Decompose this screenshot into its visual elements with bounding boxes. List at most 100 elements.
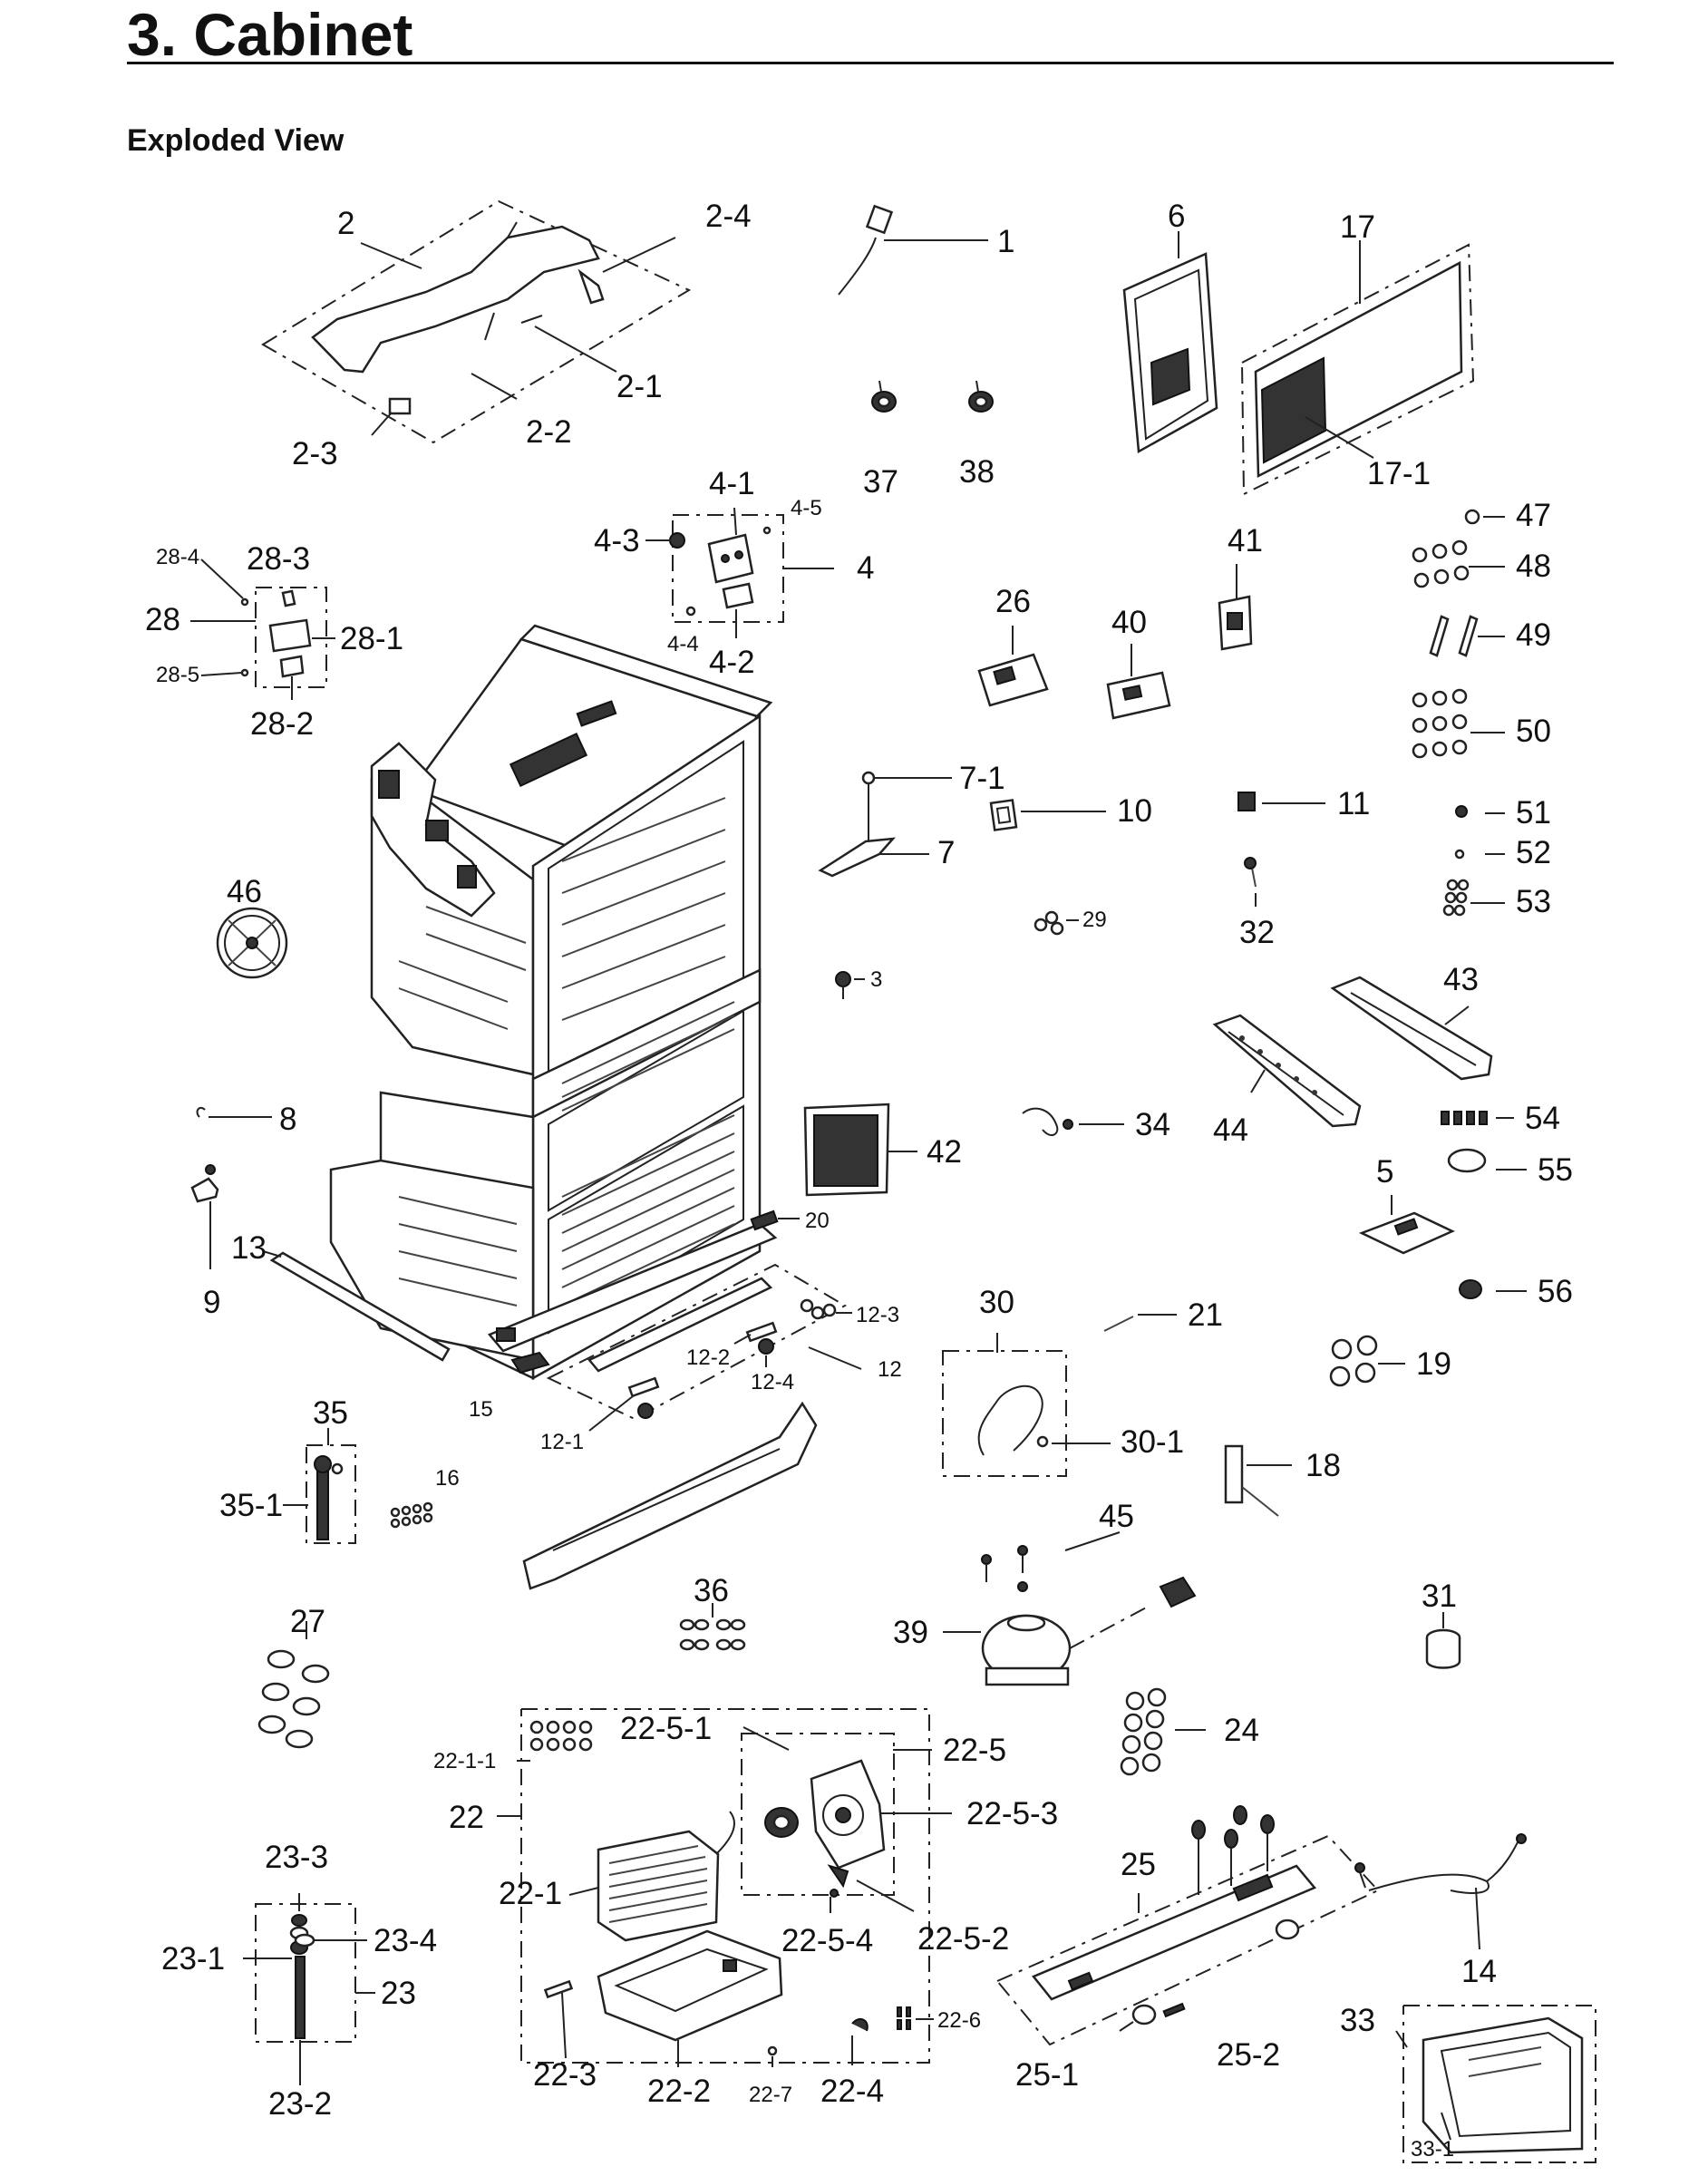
label-5: 5 (1376, 1154, 1393, 1190)
label-43: 43 (1443, 962, 1479, 997)
part-42-grille (803, 1103, 917, 1197)
part-13-cover-bar (262, 1250, 451, 1362)
part-10-gasket (989, 799, 1106, 831)
label-30-1: 30-1 (1121, 1424, 1184, 1460)
label-14: 14 (1461, 1954, 1497, 1989)
label-2-3: 2-3 (292, 436, 338, 471)
part-19-screws (1329, 1335, 1405, 1387)
label-47: 47 (1516, 498, 1551, 533)
part-43-rail (1330, 976, 1493, 1081)
label-12-1: 12-1 (540, 1430, 584, 1454)
part-17-evaporator-cover (1240, 240, 1475, 496)
part-18-bracket (1224, 1444, 1292, 1517)
label-2: 2 (337, 206, 354, 241)
label-50: 50 (1516, 714, 1551, 749)
label-4-3: 4-3 (594, 523, 640, 559)
label-12: 12 (878, 1357, 902, 1382)
label-28-2: 28-2 (250, 706, 314, 742)
label-21: 21 (1188, 1297, 1223, 1333)
bottom-bracket (522, 1401, 818, 1590)
label-23: 23 (381, 1976, 416, 2011)
label-20: 20 (805, 1209, 830, 1233)
label-33: 33 (1340, 2003, 1375, 2038)
part-47-56-small-parts (1412, 509, 1527, 1299)
label-2-4: 2-4 (705, 199, 752, 234)
part-40-pcb (1106, 644, 1171, 720)
label-45: 45 (1099, 1499, 1134, 1534)
label-7-1: 7-1 (959, 761, 1005, 796)
label-12-4: 12-4 (751, 1370, 794, 1394)
label-22-5-4: 22-5-4 (781, 1923, 873, 1958)
part-35-assembly (283, 1428, 356, 1544)
label-17: 17 (1340, 209, 1375, 245)
label-22-6: 22-6 (937, 2008, 981, 2033)
label-18: 18 (1305, 1448, 1341, 1483)
page-title: 3. Cabinet (127, 1, 413, 68)
label-28: 28 (145, 602, 180, 637)
label-46: 46 (227, 874, 262, 909)
label-22-2: 22-2 (647, 2074, 711, 2109)
label-12-2: 12-2 (686, 1345, 730, 1370)
section-subtitle: Exploded View (127, 123, 345, 158)
part-29-screws (1034, 910, 1079, 936)
label-9: 9 (203, 1285, 220, 1320)
label-2-1: 2-1 (616, 369, 663, 404)
label-13: 13 (231, 1230, 267, 1266)
label-32: 32 (1239, 915, 1275, 950)
part-22-condenser-group (497, 1708, 952, 2067)
part-1-power-cord (838, 204, 988, 296)
part-25-base-plate (995, 1805, 1380, 2046)
part-33-cover-group (1395, 2005, 1596, 2163)
part-24-screws (1120, 1687, 1206, 1776)
part-5-assembly (1358, 1195, 1455, 1255)
label-16: 16 (435, 1466, 460, 1491)
label-39: 39 (893, 1615, 928, 1650)
label-37: 37 (863, 464, 898, 500)
label-23-2: 23-2 (268, 2086, 332, 2122)
part-23-valve-group (243, 1893, 375, 2085)
label-28-4: 28-4 (156, 545, 199, 569)
part-32-pin (1244, 857, 1257, 907)
label-55: 55 (1538, 1152, 1573, 1188)
label-28-1: 28-1 (340, 621, 403, 656)
label-29: 29 (1082, 908, 1107, 932)
label-34: 34 (1135, 1107, 1170, 1142)
label-4: 4 (857, 550, 874, 586)
label-54: 54 (1525, 1101, 1560, 1136)
part-27-washers (257, 1621, 330, 1749)
label-22-5-1: 22-5-1 (620, 1711, 712, 1746)
label-25-1: 25-1 (1015, 2057, 1079, 2093)
label-22-5-2: 22-5-2 (917, 1921, 1009, 1957)
part-46-fan (216, 907, 288, 979)
title-rule (127, 62, 1614, 64)
label-23-3: 23-3 (265, 1840, 328, 1875)
part-31-cylinder (1425, 1612, 1461, 1669)
label-27: 27 (290, 1604, 325, 1639)
part-36-screws (679, 1603, 746, 1651)
label-42: 42 (927, 1134, 962, 1170)
label-11: 11 (1337, 786, 1370, 821)
label-22: 22 (449, 1800, 484, 1835)
part-21-rod (1103, 1314, 1177, 1332)
label-23-4: 23-4 (374, 1923, 437, 1958)
label-41: 41 (1228, 523, 1263, 559)
part-39-compressor (943, 1531, 1197, 1686)
label-56: 56 (1538, 1274, 1573, 1309)
part-3-screw (835, 971, 865, 999)
part-34-sensor (1022, 1107, 1124, 1137)
part-16-screws (390, 1501, 433, 1529)
label-4-5: 4-5 (791, 496, 822, 520)
part-6-cover-panel (1122, 231, 1218, 454)
label-52: 52 (1516, 835, 1551, 870)
label-40: 40 (1111, 605, 1147, 640)
label-24: 24 (1224, 1713, 1259, 1748)
part-30-tube-group (942, 1333, 1111, 1477)
part-15-foot (510, 1351, 550, 1375)
part-11-clip (1237, 792, 1325, 811)
label-35: 35 (313, 1395, 348, 1431)
label-19: 19 (1416, 1346, 1451, 1382)
part-8-9-clip (190, 1106, 272, 1269)
label-6: 6 (1168, 199, 1185, 234)
label-28-3: 28-3 (247, 541, 310, 577)
